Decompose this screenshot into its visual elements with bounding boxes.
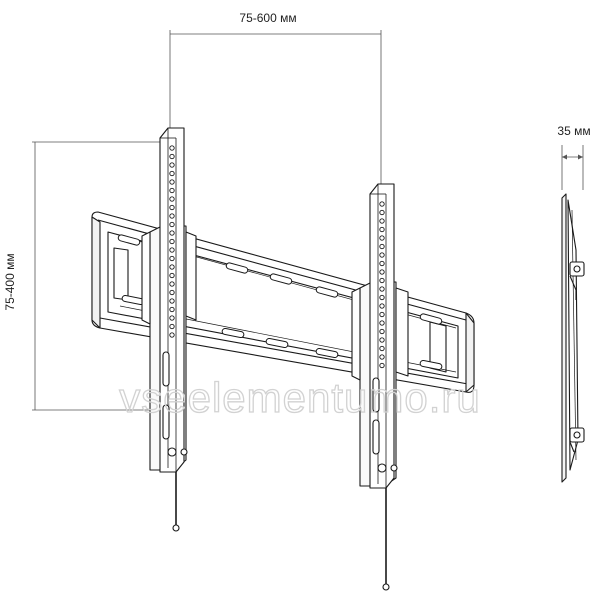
arm-hole bbox=[379, 294, 385, 301]
arm-hole bbox=[379, 201, 385, 207]
arm-hole bbox=[169, 145, 175, 151]
arm-hole bbox=[169, 298, 175, 304]
arm-hole bbox=[379, 243, 385, 250]
horizontal-dimension-label: 75-600 мм bbox=[239, 11, 296, 25]
horizontal-dimension: 75-600 мм bbox=[169, 11, 382, 185]
arm-hole bbox=[379, 252, 385, 258]
arm-hole bbox=[379, 226, 385, 233]
right-arm-slot bbox=[372, 419, 380, 455]
arm-hole bbox=[169, 272, 175, 279]
side-view-arm-edge bbox=[571, 209, 577, 461]
arm-hole bbox=[379, 328, 385, 335]
side-view-screw-lower bbox=[573, 431, 581, 439]
slot bbox=[419, 313, 443, 325]
arm-hole bbox=[169, 230, 175, 236]
arm-hole bbox=[379, 337, 385, 343]
depth-arrow-left bbox=[562, 154, 567, 160]
wall-plate-left-cap bbox=[91, 216, 101, 329]
slot bbox=[221, 327, 245, 339]
arm-hole bbox=[169, 213, 175, 219]
right-arm-clamp-upper bbox=[395, 287, 409, 377]
arm-hole bbox=[379, 269, 385, 275]
arm-hole bbox=[169, 153, 175, 160]
arm-hole bbox=[379, 362, 385, 369]
arm-hole bbox=[169, 255, 175, 262]
wall-plate-right-cap bbox=[465, 312, 475, 393]
arm-hole bbox=[169, 238, 175, 245]
side-view-link-upper bbox=[569, 275, 577, 300]
left-vertical-arm bbox=[141, 127, 197, 532]
side-view-wall-plate bbox=[561, 193, 567, 483]
slot bbox=[265, 337, 289, 349]
arm-hole bbox=[169, 315, 175, 321]
arm-hole bbox=[379, 354, 385, 360]
left-arm-holes bbox=[169, 145, 175, 338]
slot bbox=[315, 286, 339, 298]
slot bbox=[225, 262, 249, 274]
depth-arrow-right bbox=[578, 154, 583, 160]
wall-plate-inner bbox=[107, 231, 459, 379]
arm-hole bbox=[379, 286, 385, 292]
depth-dimension: 35 мм bbox=[557, 124, 591, 190]
left-arm-screw bbox=[180, 448, 188, 456]
arm-hole bbox=[169, 332, 175, 338]
arm-hole bbox=[169, 323, 175, 330]
arm-hole bbox=[379, 320, 385, 326]
arm-hole bbox=[169, 204, 175, 211]
wall-plate-right-bracket bbox=[429, 321, 447, 373]
arm-hole bbox=[169, 289, 175, 296]
left-arm-clamp-lower bbox=[141, 231, 151, 325]
arm-hole bbox=[379, 235, 385, 241]
slot bbox=[117, 234, 141, 246]
arm-hole bbox=[169, 264, 175, 270]
right-arm-clamp-lower bbox=[351, 287, 361, 381]
right-vertical-arm bbox=[351, 183, 409, 591]
arm-hole bbox=[169, 306, 175, 313]
right-arm-holes bbox=[379, 201, 385, 369]
arm-hole bbox=[169, 179, 175, 185]
side-view-screw-upper bbox=[573, 265, 581, 273]
arm-hole bbox=[169, 247, 175, 253]
arm-hole bbox=[379, 218, 385, 224]
arm-hole bbox=[169, 281, 175, 287]
arm-hole bbox=[379, 209, 385, 216]
left-safety-cable-knob bbox=[172, 524, 180, 532]
left-arm-clamp-upper bbox=[185, 231, 197, 321]
arm-hole bbox=[379, 311, 385, 318]
vertical-dimension: 75-400 мм bbox=[3, 141, 160, 411]
arm-hole bbox=[379, 345, 385, 352]
watermark-text: vseelementumo.ru bbox=[119, 374, 481, 421]
arm-hole bbox=[379, 277, 385, 284]
left-arm-screw bbox=[167, 447, 177, 457]
vertical-dimension-label: 75-400 мм bbox=[3, 253, 17, 310]
left-arm-slot bbox=[162, 351, 170, 387]
arm-hole bbox=[169, 187, 175, 194]
depth-dimension-label: 35 мм bbox=[557, 124, 590, 138]
arm-hole bbox=[379, 303, 385, 309]
right-arm-screw bbox=[390, 464, 398, 472]
right-arm-screw bbox=[377, 463, 387, 473]
right-safety-cable-knob bbox=[382, 583, 390, 591]
right-arm-slot bbox=[372, 377, 380, 413]
side-view bbox=[561, 193, 585, 483]
side-view-link-lower bbox=[569, 441, 575, 453]
arm-hole bbox=[169, 162, 175, 168]
arm-hole bbox=[169, 170, 175, 177]
wall-plate-slots-lower bbox=[121, 294, 443, 371]
slot bbox=[269, 273, 293, 285]
left-arm-slot bbox=[162, 404, 170, 440]
arm-hole bbox=[169, 221, 175, 228]
arm-hole bbox=[169, 196, 175, 202]
slot bbox=[419, 359, 443, 371]
arm-hole bbox=[379, 260, 385, 267]
slot bbox=[315, 347, 339, 359]
wall-plate-slots-upper bbox=[117, 234, 443, 325]
